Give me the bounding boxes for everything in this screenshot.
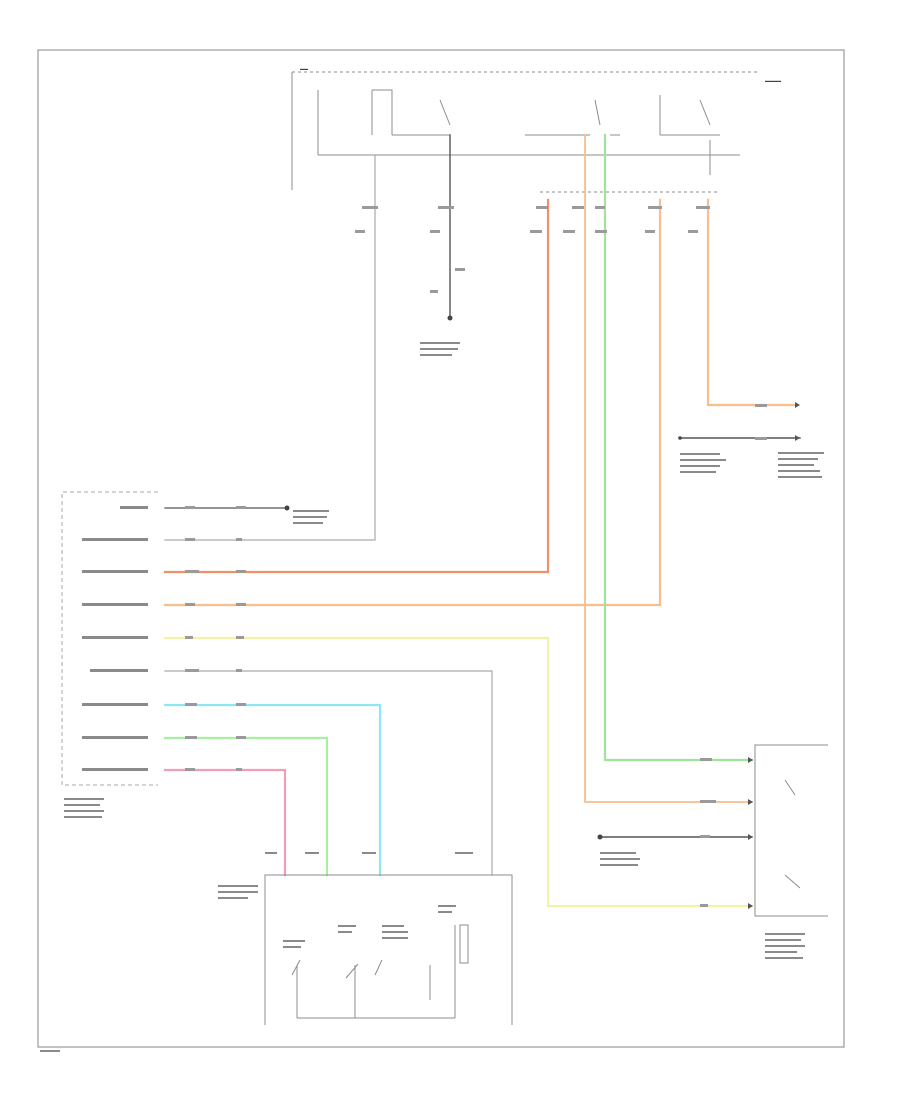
- wire-orange: [163, 198, 662, 607]
- wire-gray-switch: [164, 670, 493, 876]
- wire-pink: [163, 768, 287, 877]
- ground-right-top: [678, 436, 682, 440]
- ground-top: [447, 315, 453, 321]
- wires: [163, 133, 801, 908]
- connector-arrows: [748, 402, 800, 909]
- ground-terminals: [284, 315, 682, 840]
- left-module-rows: [64, 506, 148, 818]
- wire-tags-top: [355, 206, 767, 907]
- right-module-labels: [293, 342, 824, 959]
- wire-orange-brown: [584, 134, 753, 803]
- left-module: [61, 491, 158, 786]
- top-module-labels: ▬▬ ▬▬▬▬: [300, 66, 781, 83]
- ground-speaker: [284, 505, 290, 511]
- wire-light-green: [163, 736, 329, 877]
- diagram-frame: [37, 49, 845, 1048]
- ground-right-low: [597, 834, 603, 840]
- wire-tan: [163, 636, 754, 908]
- footer-mark: [40, 1050, 60, 1052]
- wire-tags-left: [185, 506, 246, 771]
- top-label-right: ▬▬▬▬: [765, 78, 781, 83]
- bottom-module-labels: [218, 852, 473, 948]
- top-module: [291, 71, 760, 193]
- right-module: [754, 744, 828, 917]
- bottom-switch-module: [264, 874, 513, 1025]
- wire-red-orange: [163, 198, 550, 574]
- wire-gray-speaker: [164, 154, 376, 541]
- top-label-1: ▬▬: [300, 66, 308, 71]
- wire-green: [603, 133, 754, 762]
- wire-orange-right: [706, 198, 797, 407]
- wire-light-blue: [163, 703, 382, 877]
